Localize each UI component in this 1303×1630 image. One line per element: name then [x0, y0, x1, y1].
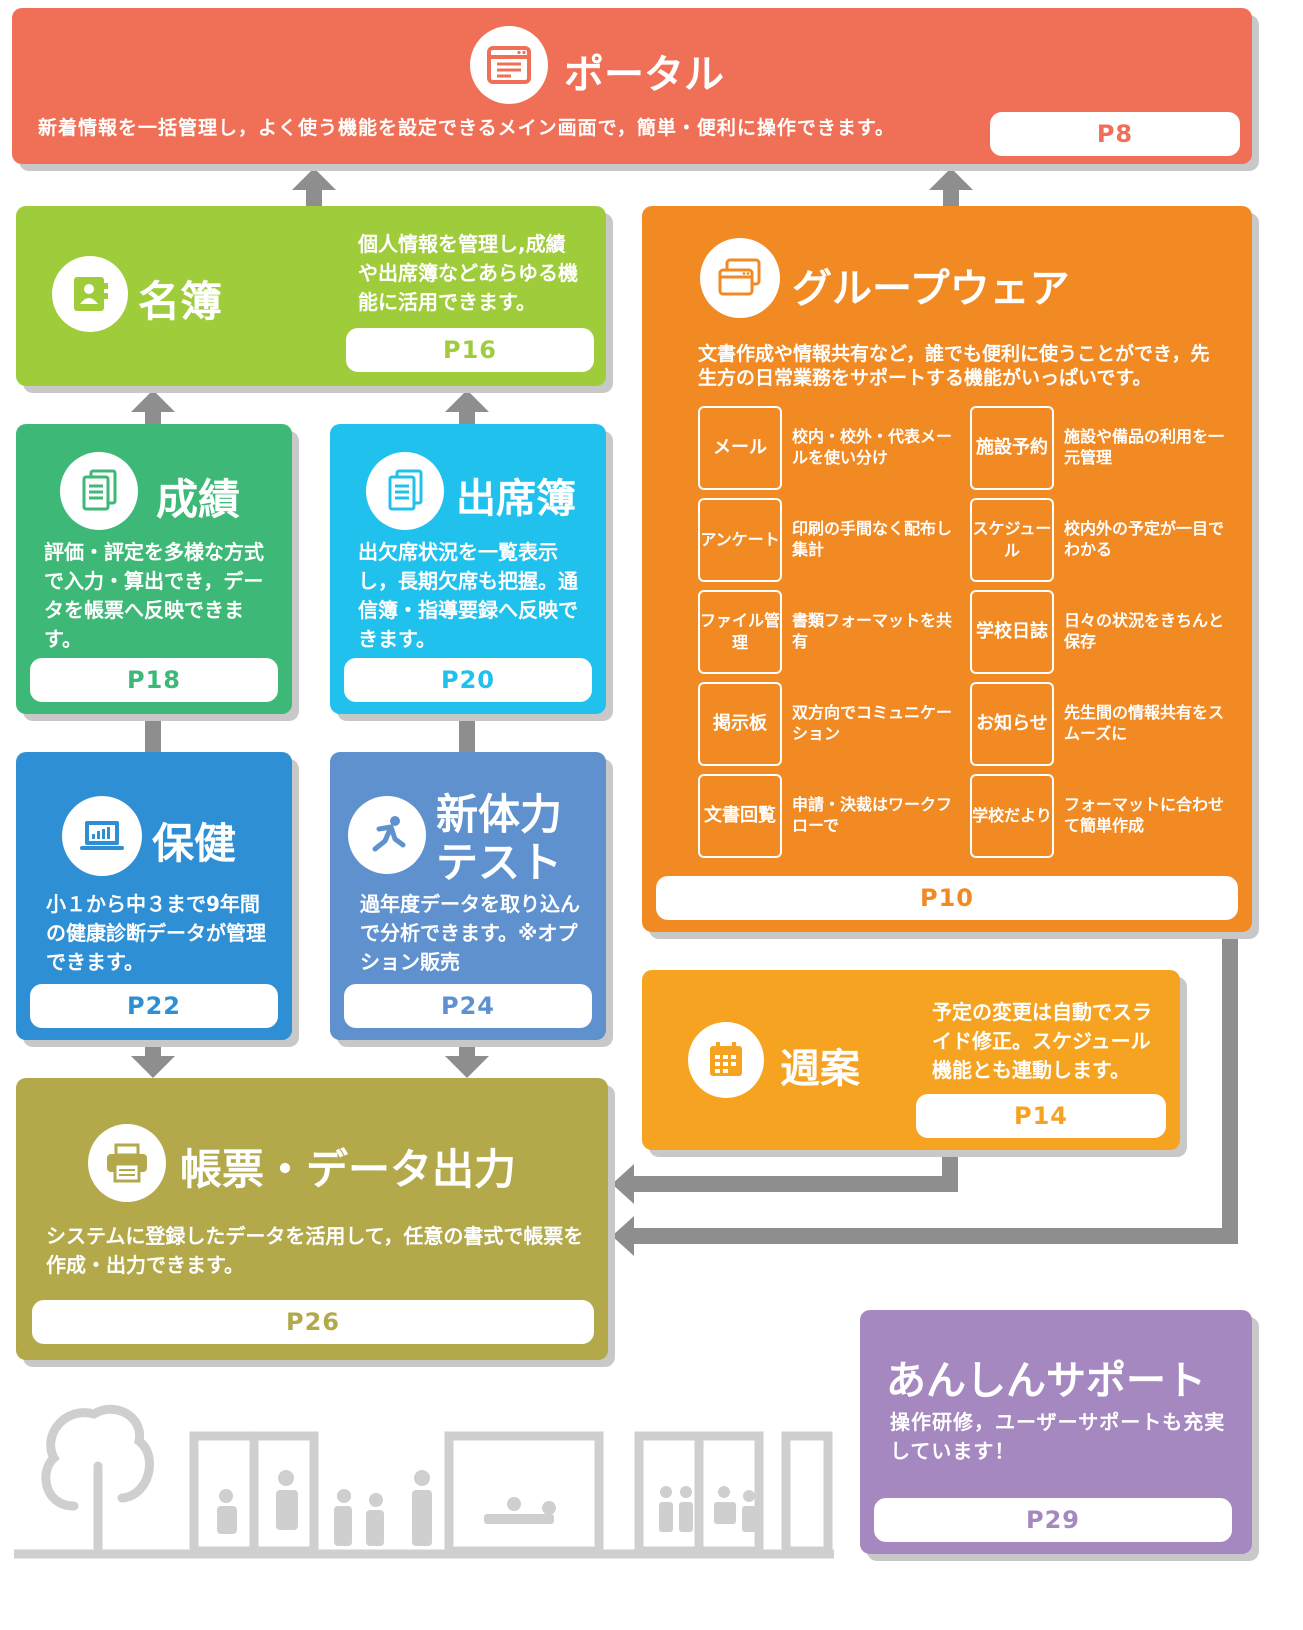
- anshin-title: あんしんサポート: [886, 1358, 1206, 1404]
- calendar-icon: [688, 1022, 764, 1098]
- groupware-page-button[interactable]: P10: [656, 876, 1238, 920]
- runner-icon: [348, 796, 426, 874]
- feature-description: 先生間の情報共有をスムーズに: [1064, 703, 1225, 743]
- feature-description: 校内外の予定が一目でわかる: [1064, 519, 1225, 559]
- anshin-page-button[interactable]: P29: [874, 1498, 1232, 1542]
- anshin-description: 操作研修，ユーザーサポートも充実しています！: [890, 1410, 1226, 1463]
- portal-description: 新着情報を一括管理し，よく使う機能を設定できるメイン画面で，簡単・便利に操作でき…: [38, 117, 895, 139]
- documents-icon: [366, 452, 444, 530]
- shusseki-title: 出席簿: [456, 476, 576, 522]
- chohyo-card[interactable]: 帳票・データ出力 システムに登録したデータを活用して，任意の書式で帳票を作成・出…: [16, 1078, 608, 1360]
- connector-tairyoku-chohyo: [459, 1040, 475, 1060]
- feature-box[interactable]: 掲示板: [698, 682, 782, 766]
- anshin-card[interactable]: あんしんサポート 操作研修，ユーザーサポートも充実しています！ P29: [860, 1310, 1252, 1554]
- arrow-left-icon: [612, 1216, 634, 1256]
- feature-box[interactable]: ファイル管理: [698, 590, 782, 674]
- feature-box[interactable]: 施設予約: [970, 406, 1054, 490]
- connector-groupware-portal: [943, 188, 959, 210]
- arrow-up-icon: [131, 390, 175, 412]
- arrow-down-icon: [131, 1056, 175, 1078]
- feature-description: 印刷の手間なく配布し集計: [792, 519, 953, 559]
- hoken-title: 保健: [152, 819, 237, 868]
- shuan-card[interactable]: 週案 予定の変更は自動でスライド修正。スケジュール機能とも連動します。 P14: [642, 970, 1180, 1150]
- arrow-up-icon: [292, 168, 336, 190]
- feature-box[interactable]: メール: [698, 406, 782, 490]
- shusseki-card[interactable]: 出席簿 出欠席状況を一覧表示し，長期欠席も把握。通信簿・指導要録へ反映できます。…: [330, 424, 606, 714]
- feature-description: フォーマットに合わせて簡単作成: [1064, 795, 1225, 835]
- connector-meibo-portal: [306, 188, 322, 210]
- meibo-description: 個人情報を管理し,成績や出席簿などあらゆる機能に活用できます。: [358, 232, 578, 314]
- connector-seiseki-hoken: [145, 715, 161, 755]
- shuan-page-button[interactable]: P14: [916, 1094, 1166, 1138]
- feature-description: 日々の状況をきちんと保存: [1064, 611, 1225, 651]
- portal-title: ポータル: [564, 52, 724, 98]
- meibo-card[interactable]: 名簿 個人情報を管理し,成績や出席簿などあらゆる機能に活用できます。 P16: [16, 206, 606, 386]
- feature-description: 校内・校外・代表メールを使い分け: [792, 427, 953, 467]
- tairyoku-page-button[interactable]: P24: [344, 984, 592, 1028]
- contact-card-icon: [52, 256, 128, 332]
- browser-window-icon: [470, 26, 548, 104]
- hoken-description: 小１から中３まで9年間の健康診断データが管理できます。: [46, 892, 266, 974]
- tairyoku-title-line2: テスト: [436, 838, 563, 887]
- portal-card[interactable]: ポータル 新着情報を一括管理し，よく使う機能を設定できるメイン画面で，簡単・便利…: [12, 8, 1252, 164]
- feature-description: 施設や備品の利用を一元管理: [1064, 427, 1225, 467]
- feature-box[interactable]: 学校日誌: [970, 590, 1054, 674]
- feature-description: 双方向でコミュニケーション: [792, 703, 953, 743]
- connector-hoken-chohyo: [145, 1040, 161, 1060]
- shusseki-description: 出欠席状況を一覧表示し，長期欠席も把握。通信簿・指導要録へ反映できます。: [358, 540, 578, 651]
- documents-icon: [60, 452, 138, 530]
- connector-groupware-chohyo-h: [632, 1228, 1238, 1244]
- feature-box[interactable]: アンケート: [698, 498, 782, 582]
- seiseki-title: 成績: [156, 475, 241, 524]
- tairyoku-description: 過年度データを取り込んで分析できます。※オプション販売: [360, 892, 580, 974]
- connector-shuan-chohyo-h: [632, 1176, 958, 1192]
- feature-box[interactable]: お知らせ: [970, 682, 1054, 766]
- seiseki-description: 評価・評定を多様な方式で入力・算出でき，データを帳票へ反映できます。: [44, 540, 264, 651]
- feature-box[interactable]: スケジュール: [970, 498, 1054, 582]
- feature-description: 申請・決裁はワークフローで: [792, 795, 953, 835]
- portal-page-button[interactable]: P8: [990, 112, 1240, 156]
- laptop-chart-icon: [62, 796, 142, 876]
- tairyoku-card[interactable]: 新体力 テスト 過年度データを取り込んで分析できます。※オプション販売 P24: [330, 752, 606, 1040]
- shuan-description: 予定の変更は自動でスライド修正。スケジュール機能とも連動します。: [932, 1000, 1152, 1082]
- chohyo-description: システムに登録したデータを活用して，任意の書式で帳票を作成・出力できます。: [46, 1224, 584, 1277]
- groupware-card[interactable]: グループウェア 文書作成や情報共有など，誰でも便利に使うことができ，先生方の日常…: [642, 206, 1252, 932]
- meibo-title: 名簿: [138, 277, 223, 326]
- groupware-description: 文書作成や情報共有など，誰でも便利に使うことができ，先生方の日常業務をサポートす…: [698, 343, 1210, 389]
- windows-icon: [700, 238, 780, 318]
- shuan-title: 週案: [780, 1046, 860, 1092]
- meibo-page-button[interactable]: P16: [346, 328, 594, 372]
- school-illustration: [9, 1396, 839, 1566]
- printer-icon: [88, 1124, 166, 1202]
- chohyo-title: 帳票・データ出力: [180, 1145, 517, 1194]
- chohyo-page-button[interactable]: P26: [32, 1300, 594, 1344]
- hoken-page-button[interactable]: P22: [30, 984, 278, 1028]
- connector-shusseki-tairyoku: [459, 715, 475, 755]
- hoken-card[interactable]: 保健 小１から中３まで9年間の健康診断データが管理できます。 P22: [16, 752, 292, 1040]
- tairyoku-title-line1: 新体力: [436, 790, 563, 839]
- arrow-down-icon: [445, 1056, 489, 1078]
- connector-groupware-chohyo-v: [1222, 930, 1238, 1242]
- arrow-left-icon: [612, 1164, 634, 1204]
- feature-description: 書類フォーマットを共有: [792, 611, 953, 651]
- seiseki-card[interactable]: 成績 評価・評定を多様な方式で入力・算出でき，データを帳票へ反映できます。 P1…: [16, 424, 292, 714]
- feature-box[interactable]: 文書回覧: [698, 774, 782, 858]
- shusseki-page-button[interactable]: P20: [344, 658, 592, 702]
- arrow-up-icon: [929, 168, 973, 190]
- groupware-title: グループウェア: [792, 266, 1070, 312]
- feature-box[interactable]: 学校だより: [970, 774, 1054, 858]
- arrow-up-icon: [445, 390, 489, 412]
- seiseki-page-button[interactable]: P18: [30, 658, 278, 702]
